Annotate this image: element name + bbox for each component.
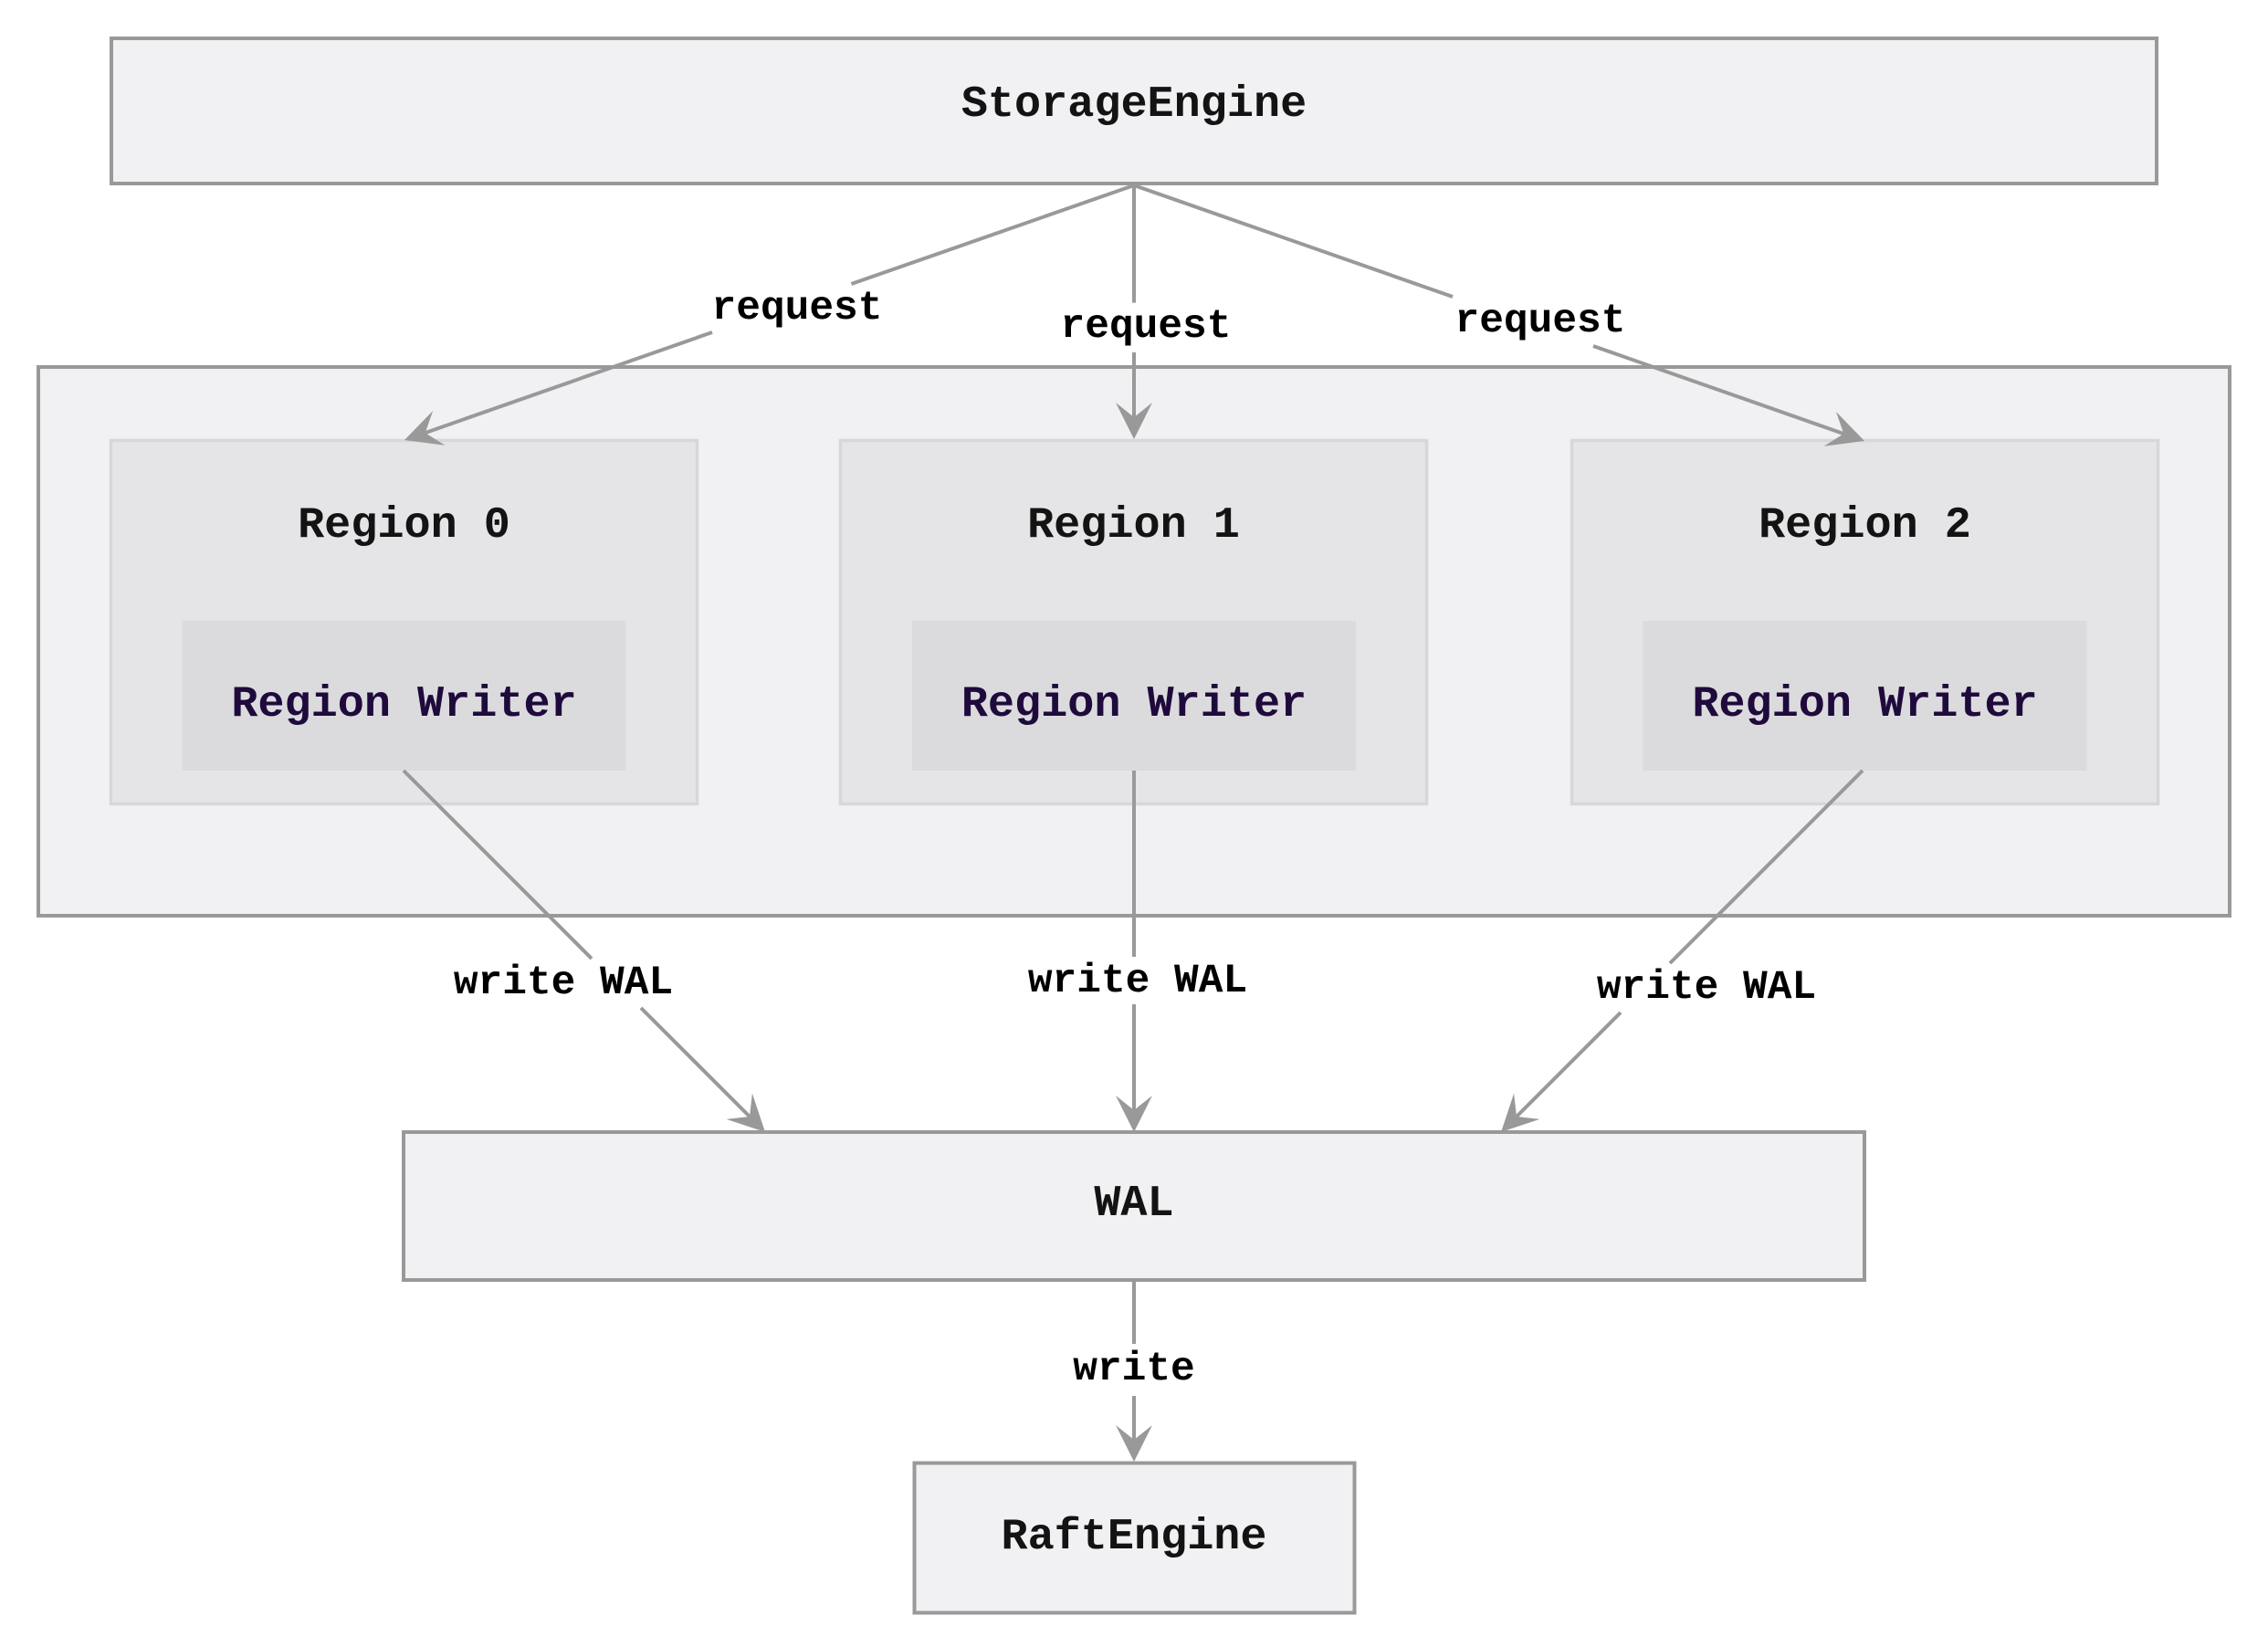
svg-text:write WAL: write WAL — [1028, 959, 1247, 1004]
svg-text:Region 1: Region 1 — [1027, 500, 1240, 551]
svg-text:request: request — [1061, 304, 1232, 350]
svg-text:write WAL: write WAL — [454, 960, 673, 1006]
svg-text:request: request — [712, 286, 883, 331]
svg-text:Region Writer: Region Writer — [961, 679, 1307, 729]
svg-text:write WAL: write WAL — [1597, 965, 1816, 1011]
svg-text:Region 2: Region 2 — [1759, 500, 1971, 551]
svg-text:Region Writer: Region Writer — [231, 679, 576, 729]
svg-text:Region 0: Region 0 — [298, 500, 510, 551]
svg-text:RaftEngine: RaftEngine — [1001, 1512, 1266, 1562]
svg-text:write: write — [1073, 1347, 1195, 1392]
svg-text:request: request — [1455, 299, 1626, 344]
svg-text:StorageEngine: StorageEngine — [961, 79, 1307, 130]
svg-text:Region Writer: Region Writer — [1692, 679, 2037, 729]
svg-text:WAL: WAL — [1094, 1179, 1173, 1229]
